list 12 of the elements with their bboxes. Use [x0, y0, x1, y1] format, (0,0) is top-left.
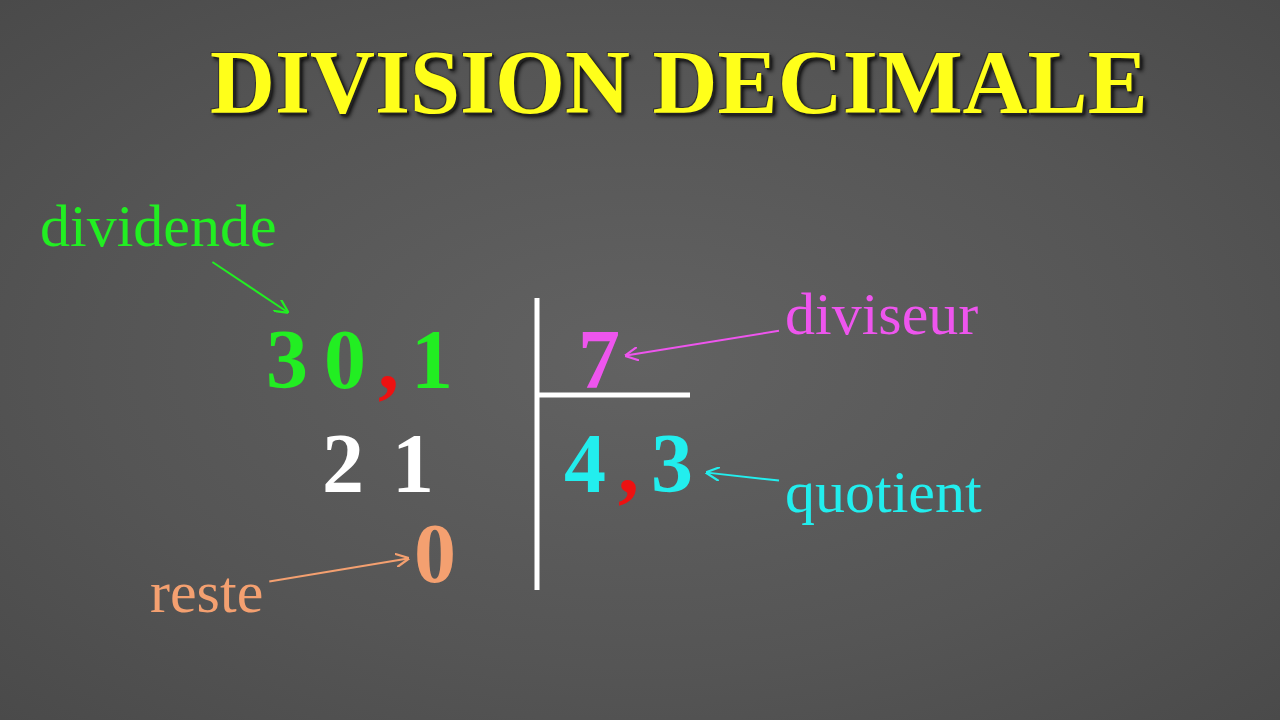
- divisor-number: 7: [578, 318, 620, 402]
- divisor-label: diviseur: [785, 284, 979, 344]
- dividend-label: dividende: [40, 196, 277, 256]
- remainder-label: reste: [150, 562, 264, 622]
- remainder-number: 0: [414, 512, 456, 596]
- leader-arrow: [623, 329, 780, 362]
- quotient-number: 4,3: [556, 422, 701, 506]
- title: DIVISION DECIMALE: [210, 38, 1148, 128]
- leader-arrow: [268, 552, 411, 583]
- partial-product: 21: [322, 422, 462, 506]
- leader-arrow: [211, 261, 290, 314]
- leader-arrow: [704, 465, 780, 483]
